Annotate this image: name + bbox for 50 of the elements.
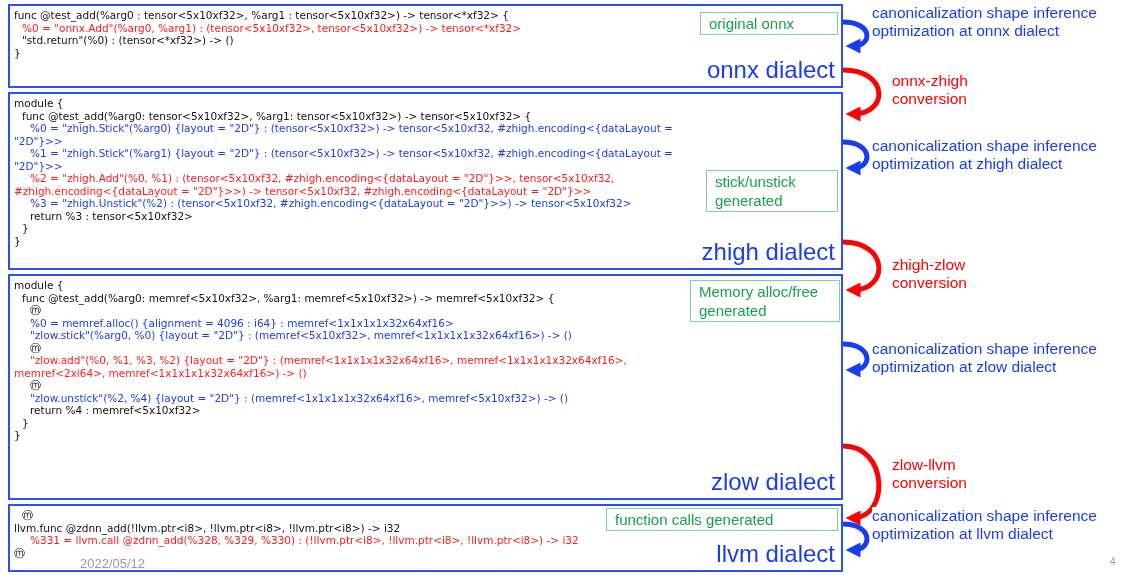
- curved-arrow: [842, 239, 882, 297]
- code-line: %2 = "zhigh.Add"(%0, %1) : (tensor<5x10xf32, #zhigh.encoding<{dataLayout = "2D"}>>, tensor<5x10xf32, #zhigh.encoding<{dataLayout = "2D"}>>) -> tensor<5x10xf32, #zhigh.encoding<{dataLayout = "2D"}>>: [14, 172, 616, 197]
- date-text: 2022/05/12: [80, 556, 146, 571]
- annotation-box: original onnx: [700, 12, 838, 35]
- curved-arrow: [842, 521, 870, 557]
- code-line: }: [14, 234, 21, 247]
- code-line: "zlow.add"(%0, %1, %3, %2) {layout = "2D"} : (memref<1x1x1x1x32x64xf16>, memref<1x1x1x1x32x64xf16>, memref<2xi64>, memref<1x1x1x1x32x64xf16>) -> (): [14, 354, 628, 379]
- code-line: %1 = "zhigh.Stick"(%arg1) {layout = "2D"} : (tensor<5x10xf32>) -> tensor<5x10xf32, #zhigh.encoding<{dataLayout = "2D"}>>: [14, 147, 674, 172]
- circled-m-symbol: ⓜ: [29, 341, 41, 354]
- code-line: }: [14, 429, 21, 442]
- code-line: module {: [14, 279, 64, 292]
- circled-m-symbol: ⓜ: [21, 509, 33, 522]
- code-line: llvm.func @zdnn_add(!llvm.ptr<i8>, !llvm.ptr<i8>, !llvm.ptr<i8>) -> i32: [14, 521, 401, 534]
- code-block: [8, 274, 843, 500]
- code-line: func @test_add(%arg0: memref<5x10xf32>, %arg1: memref<5x10xf32>) -> memref<5x10xf32> {: [21, 291, 555, 304]
- code-line: %0 = "onnx.Add"(%arg0, %arg1) : (tensor<5x10xf32>, tensor<5x10xf32>) -> tensor<*xf32>: [21, 21, 522, 34]
- code-line: "std.return"(%0) : (tensor<*xf32>) -> (): [21, 34, 234, 47]
- code-line: %3 = "zhigh.Unstick"(%2) : (tensor<5x10xf32, #zhigh.encoding<{dataLayout = "2D"}>>) -> tensor<5x10xf32>: [29, 197, 632, 210]
- code-line: }: [21, 222, 29, 235]
- curved-arrow: [842, 139, 870, 175]
- code-line: %331 = llvm.call @zdnn_add(%328, %329, %330) : (!llvm.ptr<i8>, !llvm.ptr<i8>, !llvm.ptr<i8>) -> i32: [29, 534, 579, 547]
- circled-m-symbol: ⓜ: [14, 546, 25, 559]
- code-line: module {: [14, 97, 64, 110]
- code-block: [8, 4, 843, 88]
- annotation-box: Memory alloc/free generated: [690, 280, 840, 322]
- annotation-box: function calls generated: [606, 508, 838, 531]
- code-line: }: [21, 416, 29, 429]
- annotation-box: stick/unstick generated: [706, 170, 838, 212]
- code-line: return %4 : memref<5x10xf32>: [29, 404, 201, 417]
- code-line: %0 = "zhigh.Stick"(%arg0) {layout = "2D"} : (tensor<5x10xf32>) -> tensor<5x10xf32, #zhigh.encoding<{dataLayout = "2D"}>>: [14, 122, 674, 147]
- dialect-title: zhigh dialect: [701, 238, 835, 266]
- code-line: "zlow.unstick"(%2, %4) {layout = "2D"} : (memref<1x1x1x1x32x64xf16>, memref<5x10xf32>) -> (): [29, 391, 569, 404]
- code-line: %0 = memref.alloc() {alignment = 4096 : i64} : memref<1x1x1x1x32x64xf16>: [29, 316, 454, 329]
- code-line: "zlow.stick"(%arg0, %0) {layout = "2D"} : (memref<5x10xf32>, memref<1x1x1x1x32x64xf16>) -> (): [29, 329, 572, 342]
- code-line: func @test_add(%arg0 : tensor<5x10xf32>, %arg1 : tensor<5x10xf32>) -> tensor<*xf32> {: [14, 9, 509, 22]
- page-number: 4: [1110, 556, 1116, 567]
- code-line: func @test_add(%arg0: tensor<5x10xf32>, %arg1: tensor<5x10xf32>) -> tensor<5x10xf32> {: [21, 109, 532, 122]
- curved-arrow: [842, 341, 870, 377]
- code-block: [8, 504, 843, 572]
- curved-arrow: [842, 67, 882, 121]
- dialect-title: llvm dialect: [716, 540, 835, 568]
- code-line: }: [14, 46, 21, 59]
- code-line: return %3 : tensor<5x10xf32>: [29, 209, 193, 222]
- circled-m-symbol: ⓜ: [29, 379, 41, 392]
- dialect-title: zlow dialect: [710, 468, 835, 496]
- dialect-title: onnx dialect: [706, 56, 835, 84]
- curved-arrow: [842, 19, 870, 53]
- circled-m-symbol: ⓜ: [29, 304, 41, 317]
- code-block: [8, 92, 843, 270]
- curved-arrow: [842, 443, 882, 525]
